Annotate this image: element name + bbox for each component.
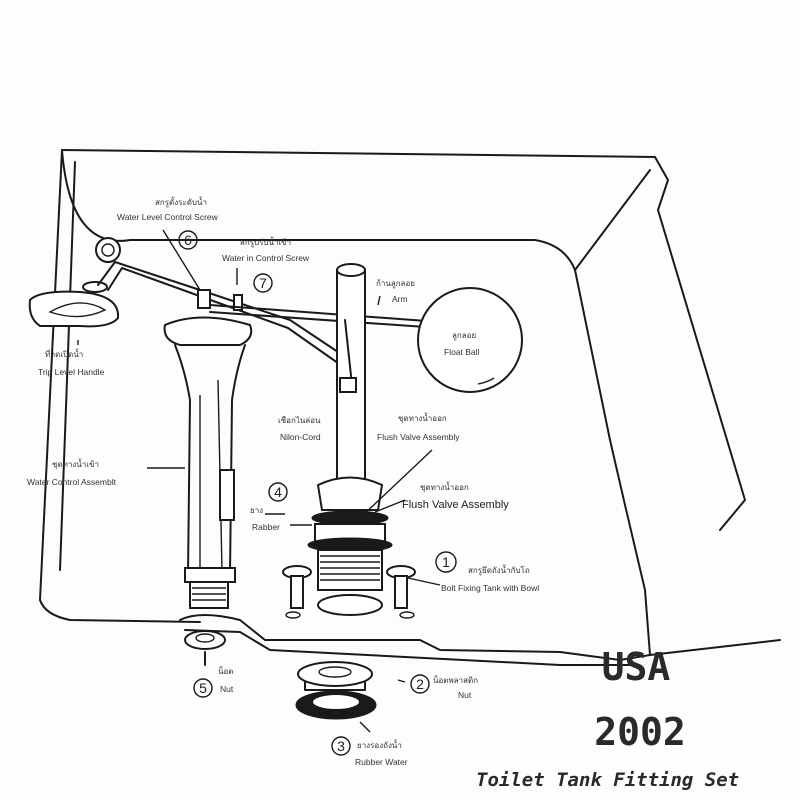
part-4-name: Rabber — [252, 522, 280, 532]
part-5-thai: น็อต — [218, 666, 233, 676]
part-3-name: Rubber Water — [355, 757, 408, 767]
nylon-cord-thai: เชือกไนล่อน — [278, 416, 321, 425]
year-label: 2002 — [594, 710, 686, 754]
part-5-name: Nut — [220, 684, 234, 694]
part-1-name: Bolt Fixing Tank with Bowl — [441, 583, 539, 593]
part-label-5: น็อต 5 Nut — [193, 666, 234, 698]
part-label-nylon-cord: เชือกไนล่อน Nilon-Cord — [278, 416, 321, 442]
part-label-trip-handle: ที่กดเปิดน้ำ Trip Level Handle — [38, 348, 105, 377]
part-label-3: 3 ยางรองถังน้ำ Rubber Water — [331, 736, 408, 767]
part-label-6: สกรูตั้งระดับน้ำ Water Level Control Scr… — [117, 196, 219, 250]
part-7-name: Water in Control Screw — [222, 253, 310, 263]
part-5-number: 5 — [199, 680, 207, 696]
flush-valve-upper-thai: ชุดทางน้ำออก — [398, 412, 447, 423]
trip-handle-name: Trip Level Handle — [38, 367, 105, 377]
part-2-name: Nut — [458, 690, 472, 700]
flush-valve-upper-name: Flush Valve Assembly — [377, 432, 460, 442]
arm-thai: ก้านลูกลอย — [376, 279, 415, 289]
leader-lines — [77, 229, 441, 733]
flush-valve-assembly — [282, 263, 416, 619]
water-control-assembly — [163, 289, 441, 609]
arm-name: Arm — [392, 294, 408, 304]
trip-handle-thai: ที่กดเปิดน้ำ — [45, 348, 83, 359]
flush-valve-lower-thai: ชุดทางน้ำออก — [420, 481, 469, 492]
water-control-thai: ชุดทางน้ำเข้า — [52, 458, 99, 469]
part-label-4: 4 ยาง Rabber — [250, 482, 288, 532]
part-3-thai: ยางรองถังน้ำ — [357, 739, 402, 750]
part-label-flush-valve-lower: ชุดทางน้ำออก Flush Valve Assembly — [402, 481, 509, 511]
nylon-cord-name: Nilon-Cord — [280, 432, 321, 442]
nut-and-rubber-washer — [295, 661, 377, 720]
part-label-7: สกรูปรับน้ำเข้า Water in Control Screw 7 — [222, 236, 310, 293]
part-4-thai: ยาง — [250, 506, 263, 515]
part-6-number: 6 — [184, 232, 192, 248]
part-6-thai: สกรูตั้งระดับน้ำ — [155, 196, 207, 208]
tank-outline — [39, 149, 781, 666]
part-4-number: 4 — [274, 484, 282, 500]
part-2-thai: น็อตพลาสติก — [433, 675, 478, 685]
product-title: Toilet Tank Fitting Set — [476, 769, 739, 791]
part-1-number: 1 — [442, 554, 450, 570]
float-ball-thai: ลูกลอย — [452, 331, 476, 341]
part-label-water-control: ชุดทางน้ำเข้า Water Control Assemblt — [27, 458, 117, 487]
water-control-name: Water Control Assemblt — [27, 477, 117, 487]
float-ball-name: Float Ball — [444, 347, 480, 357]
part-7-thai: สกรูปรับน้ำเข้า — [240, 236, 291, 248]
nut-5 — [184, 630, 226, 666]
part-3-number: 3 — [337, 738, 345, 754]
part-label-arm: ก้านลูกลอย Arm — [376, 279, 415, 304]
float-ball — [417, 287, 523, 393]
part-7-number: 7 — [259, 275, 267, 291]
part-label-2: 2 น็อตพลาสติก Nut — [410, 674, 478, 700]
part-label-flush-valve-upper: ชุดทางน้ำออก Flush Valve Assembly — [377, 412, 460, 442]
part-label-1: 1 สกรูยึดถังน้ำกับโถ Bolt Fixing Tank wi… — [435, 551, 539, 593]
part-1-thai: สกรูยึดถังน้ำกับโถ — [468, 564, 530, 576]
part-label-float-ball: ลูกลอย Float Ball — [444, 331, 480, 357]
part-2-number: 2 — [416, 676, 424, 692]
flush-valve-lower-name: Flush Valve Assembly — [402, 499, 509, 511]
part-6-name: Water Level Control Screw — [117, 212, 219, 222]
country-label: USA — [602, 645, 671, 689]
